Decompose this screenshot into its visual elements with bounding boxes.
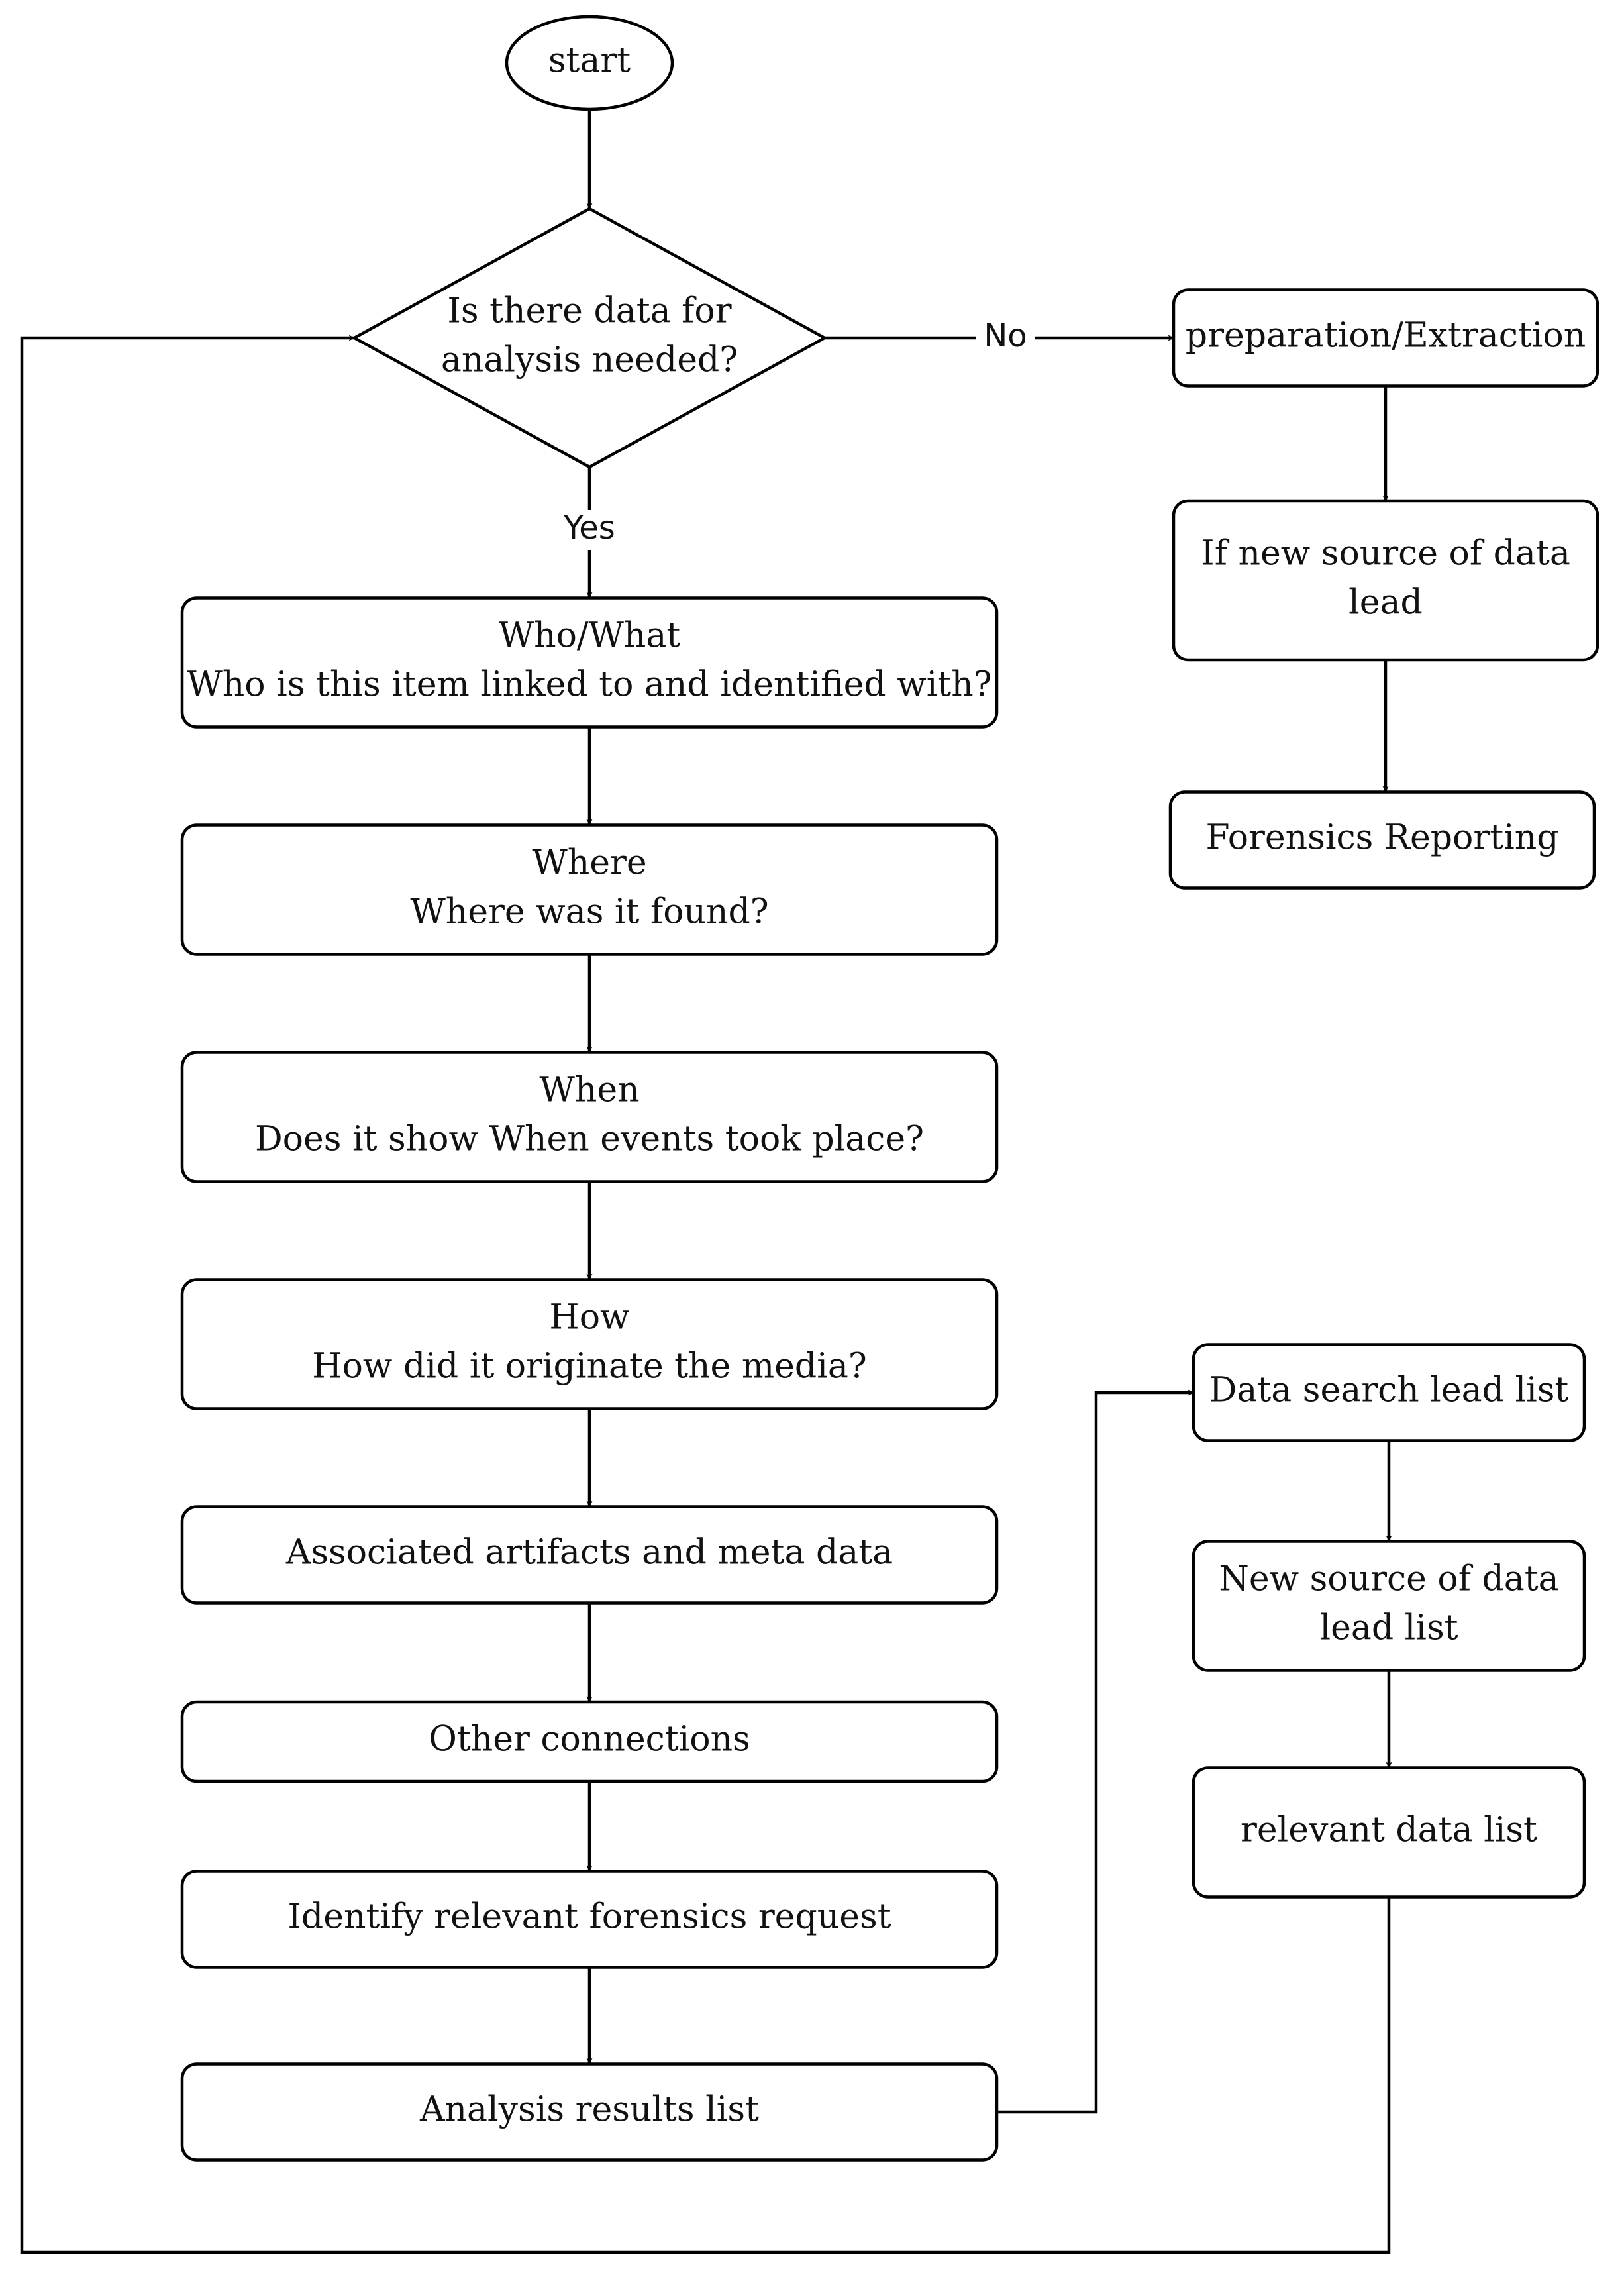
- node-label: Analysis results list: [419, 2090, 759, 2130]
- node-label: relevant data list: [1241, 1811, 1537, 1850]
- process-box: [180, 1278, 999, 1410]
- node-label: Where: [532, 843, 646, 883]
- node-relevant: relevant data list: [1192, 1766, 1586, 1899]
- process-box: [180, 823, 999, 956]
- decision-shape: [351, 207, 828, 469]
- node-label: Other connections: [429, 1720, 750, 1760]
- process-box: [1172, 499, 1599, 662]
- node-label: Identify relevant forensics request: [287, 1897, 891, 1937]
- node-label: Associated artifacts and meta data: [285, 1533, 893, 1573]
- edge-label-yes: Yes: [563, 509, 615, 547]
- node-label: New source of data: [1219, 1559, 1558, 1599]
- node-label: Who/What: [499, 616, 681, 656]
- node-label: How: [549, 1298, 629, 1338]
- node-label: analysis needed?: [441, 341, 738, 380]
- process-box: [180, 1700, 999, 1783]
- edge-relevant-to-decision: [20, 335, 1391, 2254]
- node-label: Does it show When events took place?: [255, 1120, 924, 1159]
- node-label: When: [539, 1071, 639, 1110]
- node-label: preparation/Extraction: [1186, 316, 1586, 356]
- process-box: [1172, 288, 1599, 388]
- process-box: [1192, 1766, 1586, 1899]
- node-new-source: If new source of data lead: [1172, 499, 1599, 662]
- node-label: Where was it found?: [410, 892, 768, 932]
- node-prep: preparation/Extraction: [1172, 288, 1599, 388]
- edge-label-background: [976, 318, 1035, 358]
- nodes: start Is there data for analysis needed? pr…: [180, 15, 1599, 2162]
- node-connections: Other connections: [180, 1700, 999, 1783]
- process-box: [1192, 1540, 1586, 1672]
- edge-label-background: [556, 510, 623, 550]
- node-results: Analysis results list: [180, 2062, 999, 2162]
- process-box: [180, 2062, 999, 2162]
- process-box: [180, 1505, 999, 1605]
- node-label: Who is this item linked to and identifie…: [187, 665, 991, 705]
- node-start: start: [505, 15, 674, 111]
- node-label: If new source of data: [1201, 534, 1570, 574]
- node-label: How did it originate the media?: [312, 1347, 866, 1387]
- node-new-source-list: New source of data lead list: [1192, 1540, 1586, 1672]
- node-label: start: [548, 41, 631, 81]
- node-search-lead: Data search lead list: [1192, 1343, 1586, 1442]
- process-box: [180, 1870, 999, 1969]
- node-label: Forensics Reporting: [1206, 818, 1559, 858]
- node-label: Data search lead list: [1209, 1371, 1569, 1410]
- process-box: [1192, 1343, 1586, 1442]
- node-label: lead: [1348, 583, 1423, 623]
- node-decision: Is there data for analysis needed?: [351, 207, 828, 469]
- process-box: [180, 1051, 999, 1183]
- edge-results-to-search-lead: [997, 1389, 1194, 2114]
- node-artifacts: Associated artifacts and meta data: [180, 1505, 999, 1605]
- edge-label-no: No: [984, 317, 1027, 354]
- terminator-shape: [505, 15, 674, 111]
- process-box: [1168, 790, 1596, 890]
- node-identify: Identify relevant forensics request: [180, 1870, 999, 1969]
- node-label: lead list: [1319, 1609, 1458, 1648]
- process-box: [180, 596, 999, 729]
- node-reporting: Forensics Reporting: [1168, 790, 1596, 890]
- node-label: Is there data for: [447, 291, 731, 331]
